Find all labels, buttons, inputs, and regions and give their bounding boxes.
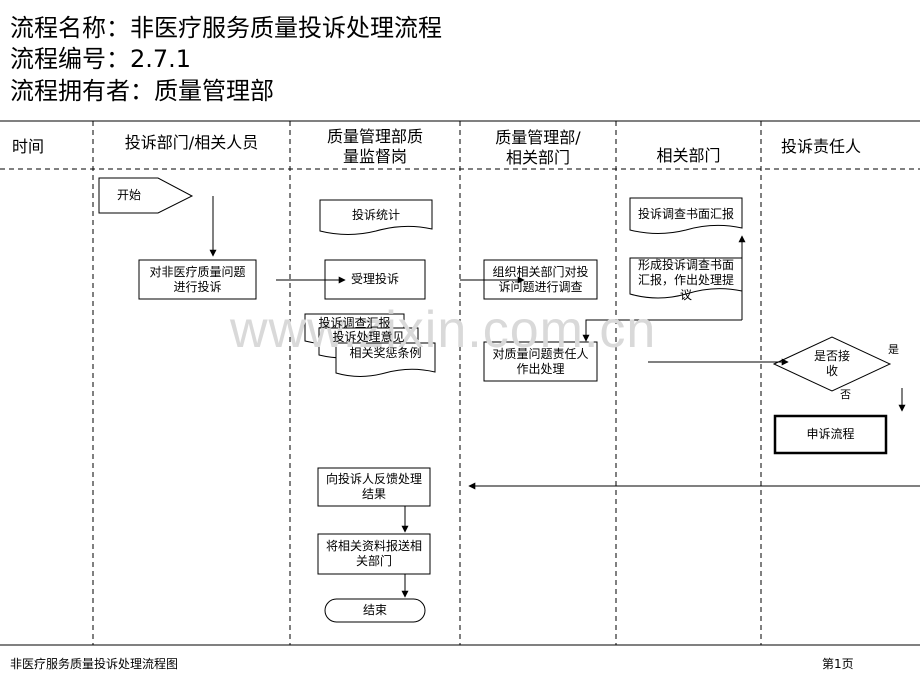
lane-separators <box>92 121 762 645</box>
end-terminator <box>324 598 426 623</box>
feedback-label: 向投诉人反馈处理 结果 <box>325 472 422 501</box>
lane-header-qm-supervisor: 质量管理部质 量监督岗 <box>326 127 423 166</box>
lane-header-complaint-dept: 投诉部门/相关人员 <box>124 133 259 152</box>
doc-rules-label: 相关奖惩条例 <box>349 345 422 360</box>
doc-report-label: 投诉调查汇报 <box>318 315 391 330</box>
submit-complaint-box <box>138 259 257 300</box>
submit-complaint-label: 对非医疗质量问题 进行投诉 <box>149 264 246 294</box>
decision-label: 是否接 收 <box>813 349 850 378</box>
footer-title: 非医疗服务质量投诉处理流程图 <box>10 657 179 671</box>
form-report-doc-shape <box>629 257 743 299</box>
start-shape <box>98 177 194 214</box>
connectors <box>209 196 920 598</box>
send-materials-label: 将相关资料报送相 关部门 <box>325 539 422 568</box>
complaint-stats-doc <box>319 199 433 235</box>
yes-label: 是 <box>888 343 899 356</box>
lane-header-qm-related: 质量管理部/ 相关部门 <box>495 128 581 167</box>
handle-responsible-label: 对质量问题责任人 作出处理 <box>492 346 589 376</box>
written-report-label: 投诉调查书面汇报 <box>637 206 734 221</box>
no-label: 否 <box>840 388 851 401</box>
process-name-line: 流程名称：非医疗服务质量投诉处理流程 <box>10 14 442 42</box>
accept-complaint-label: 受理投诉 <box>350 272 399 286</box>
handle-responsible-box <box>483 341 598 382</box>
process-number-line: 流程编号：2.7.1 <box>10 45 192 73</box>
watermark: www.zixin.com.cn <box>230 301 657 359</box>
appeal-label: 申诉流程 <box>806 427 855 441</box>
written-report-doc-shape <box>629 197 743 234</box>
doc-opinion-label: 投诉处理意见 <box>332 329 405 344</box>
organize-investigation-label: 组织相关部门对投 诉问题进行调查 <box>492 264 589 294</box>
lane-header-time: 时间 <box>12 137 45 156</box>
process-owner-line: 流程拥有者：质量管理部 <box>10 77 274 105</box>
decision-diamond <box>772 336 892 392</box>
complaint-stats-label: 投诉统计 <box>351 207 400 222</box>
send-materials-box <box>317 533 431 575</box>
feedback-box <box>317 467 431 507</box>
appeal-box <box>773 414 888 455</box>
form-report-label: 形成投诉调查书面 汇报，作出处理提 议 <box>637 257 734 302</box>
doc-rules-shape <box>335 342 436 377</box>
lane-header-related-dept: 相关部门 <box>656 146 721 165</box>
end-label: 结束 <box>362 603 387 617</box>
start-label: 开始 <box>116 187 141 202</box>
footer-page: 第1页 <box>822 657 854 671</box>
lane-header-responsible: 投诉责任人 <box>780 137 861 156</box>
